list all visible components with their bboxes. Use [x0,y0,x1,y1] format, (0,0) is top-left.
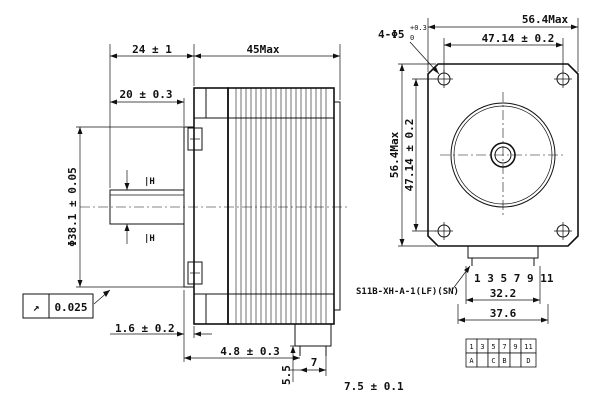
pin-cell: 11 [524,343,532,351]
rear-cap [333,101,341,311]
pin-cell: 7 [502,343,506,351]
phase-cell: B [502,357,506,365]
dim-shaft-length: 20 ± 0.3 [120,88,173,101]
dim-holes-tol-upper: +0.3 [410,24,427,32]
dim-flange-thickness: 1.6 ± 0.2 [115,322,175,335]
dim-pilot-height: 4.8 ± 0.3 [220,345,280,358]
connector-pin-numbers: 1 3 5 7 9 11 [474,272,554,285]
pin-cell: 9 [513,343,517,351]
pin-cell: 5 [491,343,495,351]
dim-hole-spacing-v: 47.14 ± 0.2 [403,119,416,192]
front-connector [467,245,539,259]
pin-cell: 3 [480,343,484,351]
front-flange [193,87,229,325]
dim-hole-spacing-h: 47.14 ± 0.2 [482,32,555,45]
phase-cell: C [491,357,495,365]
pin-cell: 1 [469,343,473,351]
dim-height-max: 56.4Max [388,131,401,178]
dim-connector-width: 7 [311,356,318,369]
dim-holes: 4-Φ5 [378,28,405,41]
dim-connector-spacing: 7.5 ± 0.1 [344,380,404,393]
dim-connector-body: 37.6 [490,307,517,320]
tolerance-frame: ↗ 0.025 [22,293,94,319]
dim-width-max: 56.4Max [522,13,569,26]
dim-connector-span: 32.2 [490,287,517,300]
cooling-fins [235,88,327,324]
connector-body [294,323,332,347]
phase-cell: A [469,357,474,365]
flat-label-top: |H [144,177,155,187]
dim-holes-tol-lower: 0 [410,34,414,42]
dim-pilot-diameter: Φ38.1 ± 0.05 [66,167,79,246]
flat-label-bottom: |H [144,234,155,244]
phase-cell: D [526,357,530,365]
dim-connector-offset: 5.5 [280,365,293,385]
mounting-holes [435,70,572,240]
pin-table: 1 3 5 7 9 11 A C B D [465,338,537,368]
runout-value: 0.025 [54,301,87,314]
dim-body-length: 45Max [246,43,279,56]
runout-symbol: ↗ [33,301,40,314]
side-view: 24 ± 1 45Max 20 ± 0.3 Φ38.1 ± 0.05 |H |H [22,43,404,393]
front-flange-outline [427,63,579,247]
dim-overall-front: 24 ± 1 [132,43,172,56]
connector-part-label: S11B-XH-A-1(LF)(SN) [356,287,459,297]
front-view: 56.4Max 47.14 ± 0.2 4-Φ5 +0.3 0 56.4Max … [356,13,579,324]
